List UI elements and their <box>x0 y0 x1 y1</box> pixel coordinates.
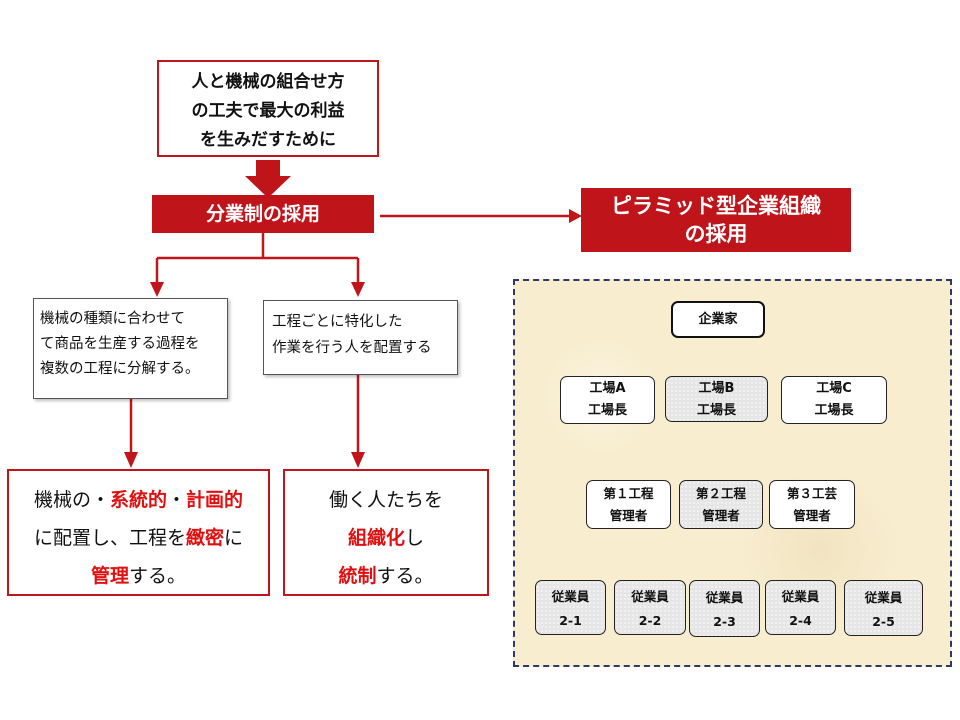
org-node-label: 企業家 <box>698 312 738 327</box>
org-node-label: 2-3 <box>713 614 736 629</box>
org-node-label: 従業員 <box>705 590 744 605</box>
text-fragment: に配置し、工程を <box>33 527 186 549</box>
org-node-label: 第１工程 <box>603 486 654 501</box>
org-node-label: 工場長 <box>696 403 736 418</box>
highlight-precise: 緻密 <box>185 527 224 549</box>
goal-box: 人と機械の組合せ方 の工夫で最大の利益 を生みだすために <box>157 60 379 157</box>
org-node-label: 工場C <box>816 381 852 396</box>
org-node-factory-b: 工場B 工場長 <box>665 376 768 422</box>
goal-line-1: 人と機械の組合せ方 <box>191 72 345 92</box>
org-node-manager-1: 第１工程 管理者 <box>586 480 671 529</box>
org-node-label: 2-2 <box>638 613 662 628</box>
highlight-manage: 管理 <box>90 565 129 587</box>
org-node-employee-2-4: 従業員 2-4 <box>765 580 836 635</box>
org-node-employee-2-3: 従業員 2-3 <box>689 580 760 637</box>
org-node-label: 工場A <box>589 381 626 396</box>
org-node-label: 工場長 <box>814 403 854 418</box>
org-node-label: 2-5 <box>872 614 895 629</box>
org-node-label: 従業員 <box>781 589 820 604</box>
org-node-label: 第３工芸 <box>786 486 837 501</box>
pyramid-title-line-2: の採用 <box>684 222 748 246</box>
org-node-label: 従業員 <box>631 589 669 604</box>
pyramid-organization-title: ピラミッド型企業組織 の採用 <box>581 188 851 252</box>
mid-desc-line-2: 作業を行う人を配置する <box>272 340 432 356</box>
org-node-label: 従業員 <box>551 589 590 604</box>
text-fragment: する。 <box>376 565 434 587</box>
highlight-organize: 組織化 <box>347 527 405 549</box>
org-node-label: 2-1 <box>559 613 582 628</box>
mid-result-line-3: 統制する。 <box>291 557 481 595</box>
process-split-description: 機械の種類に合わせて て商品を生産する過程を 複数の工程に分解する。 <box>33 298 228 399</box>
worker-organization-result: 働く人たちを 組織化し 統制する。 <box>283 469 489 596</box>
machine-management-result: 機械の・系統的・計画的 に配置し、工程を緻密に 管理する。 <box>7 469 270 596</box>
text-fragment: する。 <box>129 565 187 587</box>
goal-line-3: を生みだすために <box>200 130 336 150</box>
specialized-worker-description: 工程ごとに特化した 作業を行う人を配置する <box>263 300 458 375</box>
org-node-label: 工場長 <box>587 403 627 418</box>
org-node-label: 工場B <box>698 381 735 396</box>
org-node-label: 2-4 <box>789 613 812 628</box>
org-node-employee-2-1: 従業員 2-1 <box>535 580 606 635</box>
org-node-label: 第２工程 <box>695 486 746 501</box>
pyramid-title-line-1: ピラミッド型企業組織 <box>611 194 821 218</box>
mid-desc-line-1: 工程ごとに特化した <box>272 314 403 330</box>
org-node-employee-2-5: 従業員 2-5 <box>844 580 923 636</box>
org-node-manager-2: 第２工程 管理者 <box>679 480 763 529</box>
highlight-systematic: 系統的 <box>109 489 167 511</box>
highlight-control: 統制 <box>338 565 377 587</box>
division-of-labor-label: 分業制の採用 <box>152 195 374 233</box>
mid-result-line-1: 働く人たちを <box>328 489 443 511</box>
left-desc-line-1: 機械の種類に合わせて <box>40 311 185 327</box>
org-node-label: 管理者 <box>702 508 740 523</box>
goal-line-2: の工夫で最大の利益 <box>191 101 345 121</box>
org-node-factory-a: 工場A 工場長 <box>560 376 655 424</box>
mid-result-line-2: 組織化し <box>291 519 481 557</box>
text-fragment: 機械の・ <box>33 489 110 511</box>
left-result-line-3: 管理する。 <box>15 557 262 595</box>
text-fragment: し <box>405 527 425 549</box>
left-result-line-2: に配置し、工程を緻密に <box>15 519 262 557</box>
text-fragment: ・ <box>167 489 187 511</box>
org-node-label: 従業員 <box>864 590 903 605</box>
text-fragment: に <box>224 527 244 549</box>
org-node-entrepreneur: 企業家 <box>671 301 765 338</box>
highlight-planned: 計画的 <box>186 489 244 511</box>
big-down-arrow-icon <box>245 160 291 198</box>
left-result-line-1: 機械の・系統的・計画的 <box>15 481 262 519</box>
org-node-employee-2-2: 従業員 2-2 <box>614 580 686 635</box>
org-node-label: 管理者 <box>793 508 831 523</box>
org-node-factory-c: 工場C 工場長 <box>781 376 887 424</box>
left-desc-line-3: 複数の工程に分解する。 <box>40 361 200 377</box>
left-desc-line-2: て商品を生産する過程を <box>40 336 200 352</box>
org-node-manager-3: 第３工芸 管理者 <box>769 480 855 529</box>
org-node-label: 管理者 <box>609 508 648 523</box>
